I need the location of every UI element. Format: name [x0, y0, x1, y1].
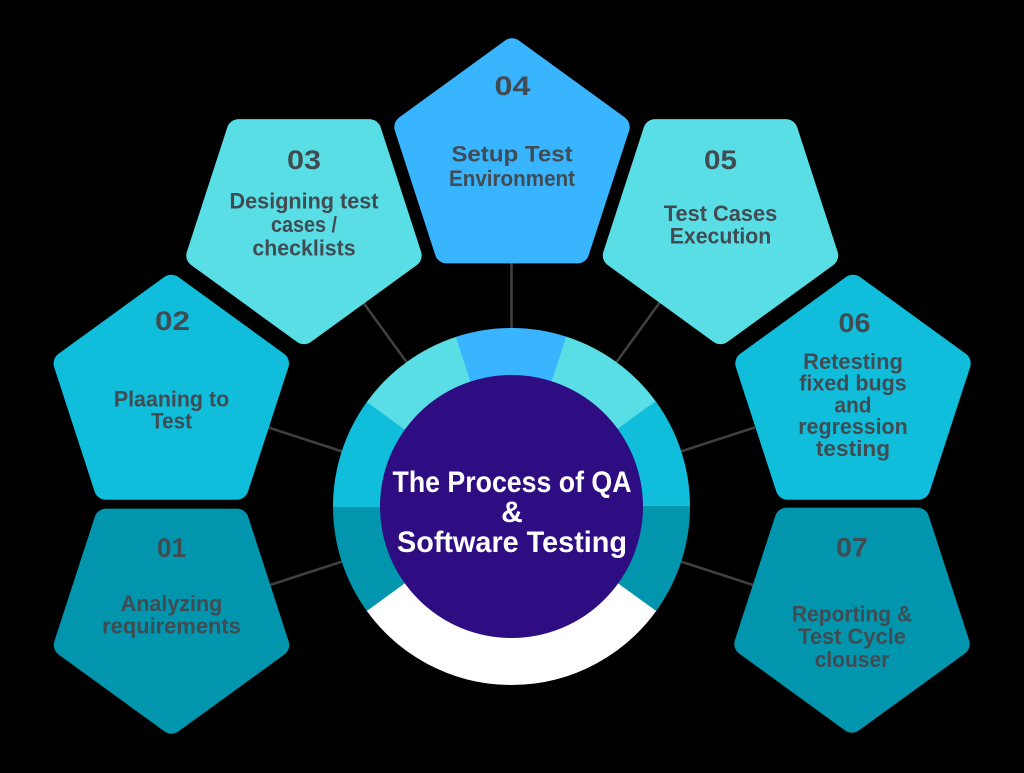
svg-text:02: 02 — [155, 306, 190, 336]
svg-text:Reporting &: Reporting & — [792, 602, 912, 627]
svg-text:Test: Test — [151, 409, 193, 434]
svg-text:01: 01 — [157, 533, 186, 563]
svg-text:05: 05 — [704, 145, 737, 175]
svg-text:Designing test: Designing test — [230, 189, 380, 214]
svg-text:Test Cases: Test Cases — [664, 201, 777, 226]
svg-text:regression: regression — [798, 414, 907, 439]
svg-text:07: 07 — [836, 533, 868, 563]
svg-text:The Process of QA: The Process of QA — [393, 466, 632, 499]
svg-text:and: and — [834, 392, 871, 417]
svg-text:clouser: clouser — [815, 647, 890, 672]
svg-text:&: & — [501, 496, 523, 529]
svg-text:Software Testing: Software Testing — [397, 526, 627, 559]
svg-text:03: 03 — [287, 145, 321, 175]
svg-text:Retesting: Retesting — [803, 349, 903, 374]
svg-text:testing: testing — [816, 436, 890, 461]
svg-text:Setup Test: Setup Test — [451, 142, 573, 167]
svg-text:06: 06 — [839, 308, 871, 338]
svg-text:cases /: cases / — [271, 212, 337, 237]
svg-text:Plaaning to: Plaaning to — [114, 387, 229, 412]
svg-text:requirements: requirements — [102, 614, 241, 639]
svg-text:checklists: checklists — [252, 236, 355, 261]
svg-text:04: 04 — [495, 71, 531, 101]
svg-text:Analyzing: Analyzing — [121, 591, 223, 616]
svg-text:Environment: Environment — [449, 166, 576, 191]
svg-text:Test Cycle: Test Cycle — [798, 624, 906, 649]
svg-text:Execution: Execution — [670, 224, 772, 249]
svg-text:fixed bugs: fixed bugs — [799, 371, 907, 396]
